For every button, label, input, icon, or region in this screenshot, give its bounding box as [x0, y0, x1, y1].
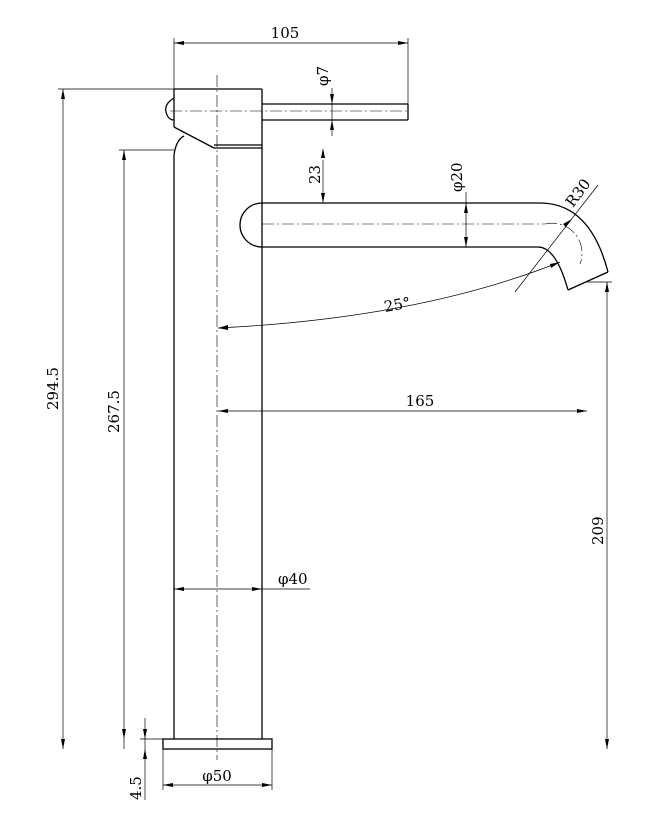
dimension-base-dia: φ50 [162, 749, 273, 790]
spout-outer-bend [539, 202, 609, 273]
dim-267-5-label: 267.5 [105, 390, 123, 433]
dim-4-5-label: 4.5 [127, 776, 145, 800]
dimension-r30: R30 [514, 175, 599, 293]
knob [165, 97, 175, 121]
dim-294-5-label: 294.5 [44, 367, 62, 410]
dimension-105: 105 [173, 24, 409, 104]
dim-base-dia-label: φ50 [202, 767, 232, 785]
base-plate [162, 738, 273, 750]
spout-inner-bend [537, 246, 569, 291]
dimension-209: 209 [587, 281, 612, 749]
dimension-angle-25: 25° [217, 261, 561, 330]
body-neck [173, 135, 185, 156]
dim-209-label: 209 [589, 516, 607, 545]
dim-angle-label: 25° [383, 294, 412, 316]
dimension-294-5: 294.5 [44, 88, 174, 749]
center-lines [170, 75, 583, 760]
dimension-handle-dia: φ7 [314, 66, 334, 136]
dim-105-label: 105 [271, 24, 300, 42]
dim-spout-dia-label: φ20 [448, 162, 466, 192]
dim-handle-dia-label: φ7 [314, 66, 332, 86]
dim-23-label: 23 [306, 165, 324, 184]
spout-outlet [567, 271, 609, 291]
dimension-body-dia: φ40 [174, 570, 310, 591]
cap-bevel [173, 126, 215, 149]
dim-body-dia-label: φ40 [278, 570, 308, 588]
dimension-267-5: 267.5 [105, 149, 174, 749]
dimension-spout-dia: φ20 [448, 162, 468, 247]
dimension-165: 165 [218, 392, 587, 413]
spout-bend-center-line [544, 222, 583, 265]
dimension-4-5: 4.5 [127, 718, 163, 800]
dim-165-label: 165 [406, 392, 435, 410]
spout-back-curve [239, 202, 263, 248]
dim-r30-label: R30 [562, 175, 595, 210]
faucet-outline [162, 88, 609, 750]
dimension-23: 23 [306, 148, 325, 203]
